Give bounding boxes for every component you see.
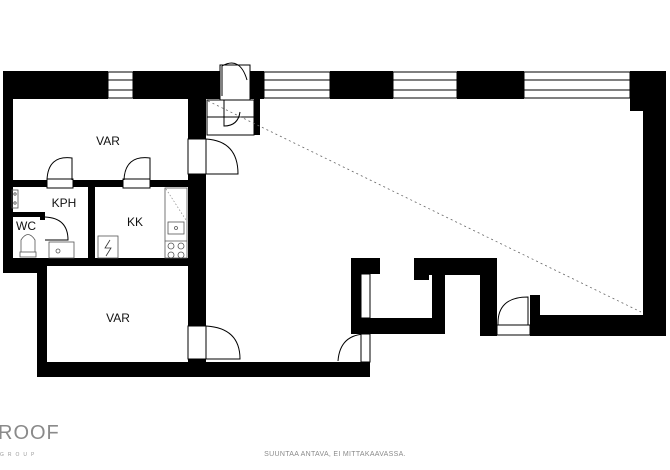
room-label-kph: KPH [52,196,77,210]
wall-top-4 [330,71,393,99]
windows [107,71,631,99]
wall-kph-wc [3,212,45,217]
entrance-frame [219,64,251,102]
shower-fixture-icon [11,189,19,209]
electric-panel-icon [97,235,119,259]
walls [3,71,666,377]
door-bottom-center-frame [360,333,371,363]
wall-entry-left [254,99,260,135]
wall-var-bottom [3,180,47,187]
wall-interior-v3 [188,359,206,377]
kitchen-counter [164,187,188,259]
wall-interior-v2 [188,174,206,326]
wall-top-1 [3,71,108,99]
wall-right-notch [530,295,540,336]
sink-icon [48,241,75,259]
room-label-var-top: VAR [96,134,120,148]
wall-bottom-right [530,315,666,336]
pillar-top [414,258,497,275]
dotted-diagonal-line [207,100,642,313]
door-var-kk-gap [122,178,151,189]
door-var-bottom-swing [205,325,241,360]
wall-interior-v1 [188,71,206,139]
pillar-left-v [351,258,361,334]
fixtures [11,187,188,259]
wall-left [3,71,13,273]
wall-var-bottom-2 [73,180,123,187]
doors [44,138,531,363]
logo-subtext: GROUP [0,452,38,458]
wall-left-step [3,262,47,273]
pillar-opening [360,273,371,319]
room-label-var-bottom: VAR [106,311,130,325]
disclaimer-text: SUUNTAA ANTAVA, EI MITTAKAAVASSA. [264,451,406,458]
pillar-right-v [432,275,445,334]
pillar-step [414,258,429,280]
door-var-top-swing [205,138,239,175]
wall-top-3 [250,71,264,99]
door-var-top-gap [187,138,207,175]
door-var-kk-swing [123,157,151,181]
wall-var-bottom-3 [150,180,206,187]
wall-wc-right [40,212,45,220]
room-label-kk: KK [127,215,143,229]
wall-kk-bottom [3,258,206,266]
door-var-kph-swing [46,157,73,181]
room-label-wc: WC [16,219,36,233]
wall-top-5 [457,71,524,99]
entrance [206,62,255,136]
stove-burner-icon [167,242,175,250]
toilet-bowl-icon [20,234,36,252]
pillar-left-top [351,258,380,274]
entrance-door-swing [221,62,248,81]
pillar-far-right [480,258,497,336]
window-1 [107,71,134,99]
door-pillar-frame [496,324,531,336]
door-pillar-swing [497,296,529,326]
door-var-bottom-gap [187,325,207,360]
logo-text: ROOF [0,422,60,444]
window-3 [392,71,458,99]
wall-right [643,71,666,336]
toilet-tank [19,251,37,258]
kitchen-sink-icon [167,221,185,235]
pillar-bottom [351,318,445,334]
door-wc-swing [44,216,69,241]
wall-kph-kk [88,180,95,262]
window-2 [263,71,331,99]
wall-left-lower [37,265,47,377]
window-4 [523,71,631,99]
kitchen-dotted-line [165,188,187,221]
wall-top-2 [133,71,220,99]
door-var-kph-gap [46,178,74,189]
